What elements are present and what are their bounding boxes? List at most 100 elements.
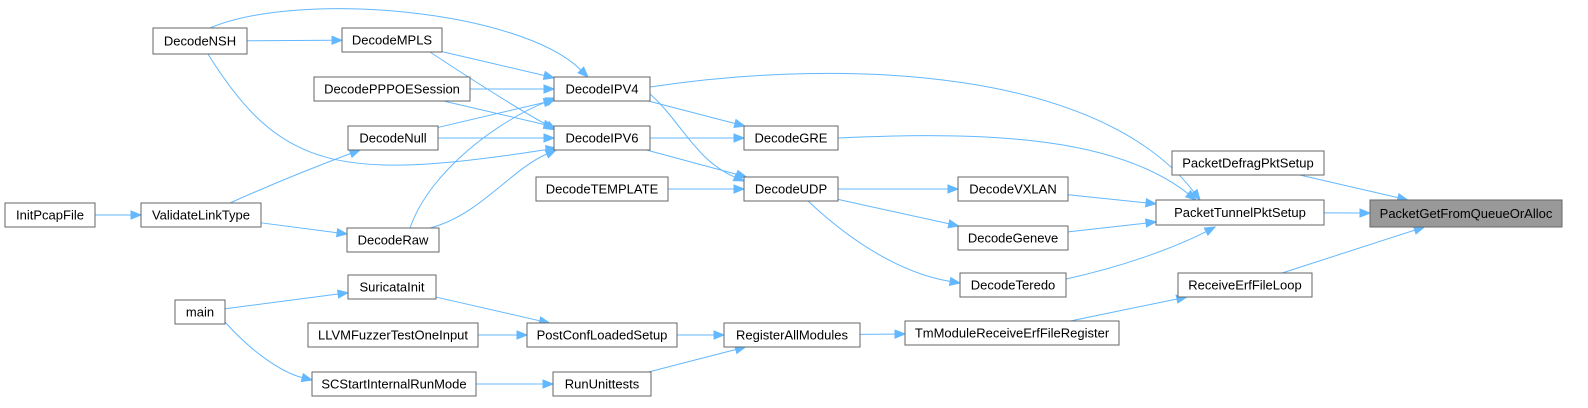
arrowhead-icon bbox=[733, 184, 746, 194]
call-edge-main-to-SuricataInit bbox=[224, 289, 350, 310]
node-box bbox=[347, 125, 439, 151]
arrowhead-icon bbox=[336, 228, 349, 238]
node-label: DecodeRaw bbox=[358, 233, 429, 248]
arrowhead-icon bbox=[735, 169, 748, 179]
function-node-DecodeIPV4[interactable]: DecodeIPV4 bbox=[553, 76, 651, 102]
function-node-DecodeVXLAN[interactable]: DecodeVXLAN bbox=[957, 176, 1069, 202]
function-node-DecodeUDP[interactable]: DecodeUDP bbox=[743, 176, 839, 202]
edge-line bbox=[1281, 229, 1415, 274]
call-edge-DecodeVXLAN-to-PacketTunnelPktSetup bbox=[1067, 194, 1158, 208]
node-box bbox=[743, 125, 839, 151]
function-node-DecodeNull[interactable]: DecodeNull bbox=[347, 125, 439, 151]
edge-line bbox=[1299, 174, 1399, 199]
node-box bbox=[341, 27, 443, 53]
arrowhead-icon bbox=[130, 210, 143, 220]
function-node-RunUnittests[interactable]: RunUnittests bbox=[552, 371, 652, 397]
function-node-DecodeIPV6[interactable]: DecodeIPV6 bbox=[553, 125, 651, 151]
call-edge-ValidateLinkType-to-DecodeNull bbox=[229, 149, 362, 204]
arrowhead-icon bbox=[544, 149, 558, 159]
edge-line bbox=[435, 296, 540, 322]
edge-line bbox=[649, 93, 735, 178]
call-edge-LLVMFuzzerTestOneInput-to-PostConfLoadedSetup bbox=[478, 330, 529, 340]
function-node-PacketDefragPktSetup[interactable]: PacketDefragPktSetup bbox=[1171, 150, 1325, 176]
arrowhead-icon bbox=[516, 330, 529, 340]
edge-line bbox=[260, 222, 338, 234]
call-edge-DecodeIPV6-to-DecodeUDP bbox=[646, 149, 748, 179]
node-box bbox=[743, 176, 839, 202]
edge-line bbox=[429, 153, 547, 229]
edge-line bbox=[224, 293, 339, 310]
function-node-SuricataInit[interactable]: SuricataInit bbox=[347, 274, 437, 300]
function-node-PacketTunnelPktSetup[interactable]: PacketTunnelPktSetup bbox=[1155, 199, 1325, 226]
arrowhead-icon bbox=[733, 118, 746, 128]
call-edge-DecodeRaw-to-DecodeIPV4 bbox=[409, 97, 558, 229]
edge-line bbox=[837, 135, 1189, 195]
function-node-DecodeMPLS[interactable]: DecodeMPLS bbox=[341, 27, 443, 53]
call-edge-PacketTunnelPktSetup-to-PacketGetFromQueueOrAlloc bbox=[1323, 208, 1372, 218]
arrowhead-icon bbox=[713, 330, 726, 340]
node-box bbox=[346, 227, 440, 253]
edge-line bbox=[1070, 298, 1178, 322]
function-node-DecodeNSH[interactable]: DecodeNSH bbox=[152, 27, 248, 55]
call-edge-DecodeNSH-to-DecodeIPV4 bbox=[209, 8, 589, 78]
node-box bbox=[535, 176, 669, 202]
function-node-DecodeGRE[interactable]: DecodeGRE bbox=[743, 125, 839, 151]
node-label: SuricataInit bbox=[359, 280, 424, 295]
function-node-ReceiveErfFileLoop[interactable]: ReceiveErfFileLoop bbox=[1177, 272, 1313, 298]
edge-line bbox=[648, 100, 736, 124]
call-edge-DecodeIPV6-to-DecodeGRE bbox=[650, 133, 746, 143]
arrowhead-icon bbox=[1145, 218, 1158, 228]
function-node-main[interactable]: main bbox=[174, 299, 226, 325]
edge-line bbox=[1067, 194, 1147, 204]
function-node-TmModuleReceiveErfFileRegister[interactable]: TmModuleReceiveErfFileRegister bbox=[904, 320, 1120, 346]
call-edge-DecodeNSH-to-DecodeMPLS bbox=[246, 35, 344, 46]
node-label: SCStartInternalRunMode bbox=[321, 377, 466, 392]
function-node-SCStartInternalRunMode[interactable]: SCStartInternalRunMode bbox=[311, 371, 477, 397]
function-node-InitPcapFile[interactable]: InitPcapFile bbox=[4, 202, 96, 228]
function-node-PostConfLoadedSetup[interactable]: PostConfLoadedSetup bbox=[526, 322, 678, 348]
arrowhead-icon bbox=[300, 372, 314, 383]
node-label: TmModuleReceiveErfFileRegister bbox=[915, 326, 1110, 341]
function-node-DecodePPPOESession[interactable]: DecodePPPOESession bbox=[313, 76, 471, 102]
node-box bbox=[4, 202, 96, 228]
node-label: DecodeNSH bbox=[164, 34, 236, 49]
call-edge-DecodeIPV4-to-PacketTunnelPktSetup bbox=[649, 72, 1201, 202]
call-edge-DecodeTeredo-to-PacketTunnelPktSetup bbox=[1065, 226, 1217, 280]
edge-line bbox=[409, 101, 547, 229]
node-label: DecodeIPV4 bbox=[566, 82, 639, 97]
node-box bbox=[959, 272, 1067, 298]
function-node-DecodeGeneve[interactable]: DecodeGeneve bbox=[957, 225, 1069, 251]
call-edge-DecodeIPV4-to-DecodeGRE bbox=[648, 100, 746, 128]
node-label: main bbox=[186, 305, 214, 320]
node-box bbox=[307, 322, 479, 348]
edge-line bbox=[648, 349, 736, 373]
call-edge-main-to-SCStartInternalRunMode bbox=[224, 321, 314, 383]
function-node-DecodeRaw[interactable]: DecodeRaw bbox=[346, 227, 440, 253]
node-label: DecodeUDP bbox=[755, 182, 827, 197]
call-edge-TmModuleReceiveErfFileRegister-to-ReceiveErfFileLoop bbox=[1070, 294, 1189, 322]
node-box bbox=[526, 322, 678, 348]
node-box bbox=[347, 274, 437, 300]
arrowhead-icon bbox=[1189, 188, 1201, 202]
arrowhead-icon bbox=[542, 379, 555, 389]
function-nodes: PacketGetFromQueueOrAlloc PacketDefragPkt… bbox=[4, 27, 1563, 397]
node-label: DecodeTeredo bbox=[971, 278, 1056, 293]
function-node-DecodeTeredo[interactable]: DecodeTeredo bbox=[959, 272, 1067, 298]
function-node-LLVMFuzzerTestOneInput[interactable]: LLVMFuzzerTestOneInput bbox=[307, 322, 479, 348]
function-node-DecodeTEMPLATE[interactable]: DecodeTEMPLATE bbox=[535, 176, 669, 202]
node-label: PacketTunnelPktSetup bbox=[1174, 205, 1306, 220]
node-box bbox=[553, 76, 651, 102]
node-box bbox=[311, 371, 477, 397]
function-node-ValidateLinkType[interactable]: ValidateLinkType bbox=[140, 202, 262, 228]
arrowhead-icon bbox=[544, 97, 558, 107]
call-edge-ReceiveErfFileLoop-to-PacketGetFromQueueOrAlloc bbox=[1281, 225, 1426, 274]
node-label: PacketGetFromQueueOrAlloc bbox=[1380, 206, 1553, 221]
node-label: DecodeIPV6 bbox=[566, 131, 639, 146]
node-box bbox=[1155, 199, 1325, 226]
call-edge-DecodePPPOESession-to-DecodeIPV4 bbox=[470, 84, 556, 94]
arrowhead-icon bbox=[1203, 226, 1217, 236]
node-box bbox=[1369, 199, 1563, 228]
function-node-RegisterAllModules[interactable]: RegisterAllModules bbox=[723, 322, 861, 348]
node-label: LLVMFuzzerTestOneInput bbox=[318, 328, 468, 343]
